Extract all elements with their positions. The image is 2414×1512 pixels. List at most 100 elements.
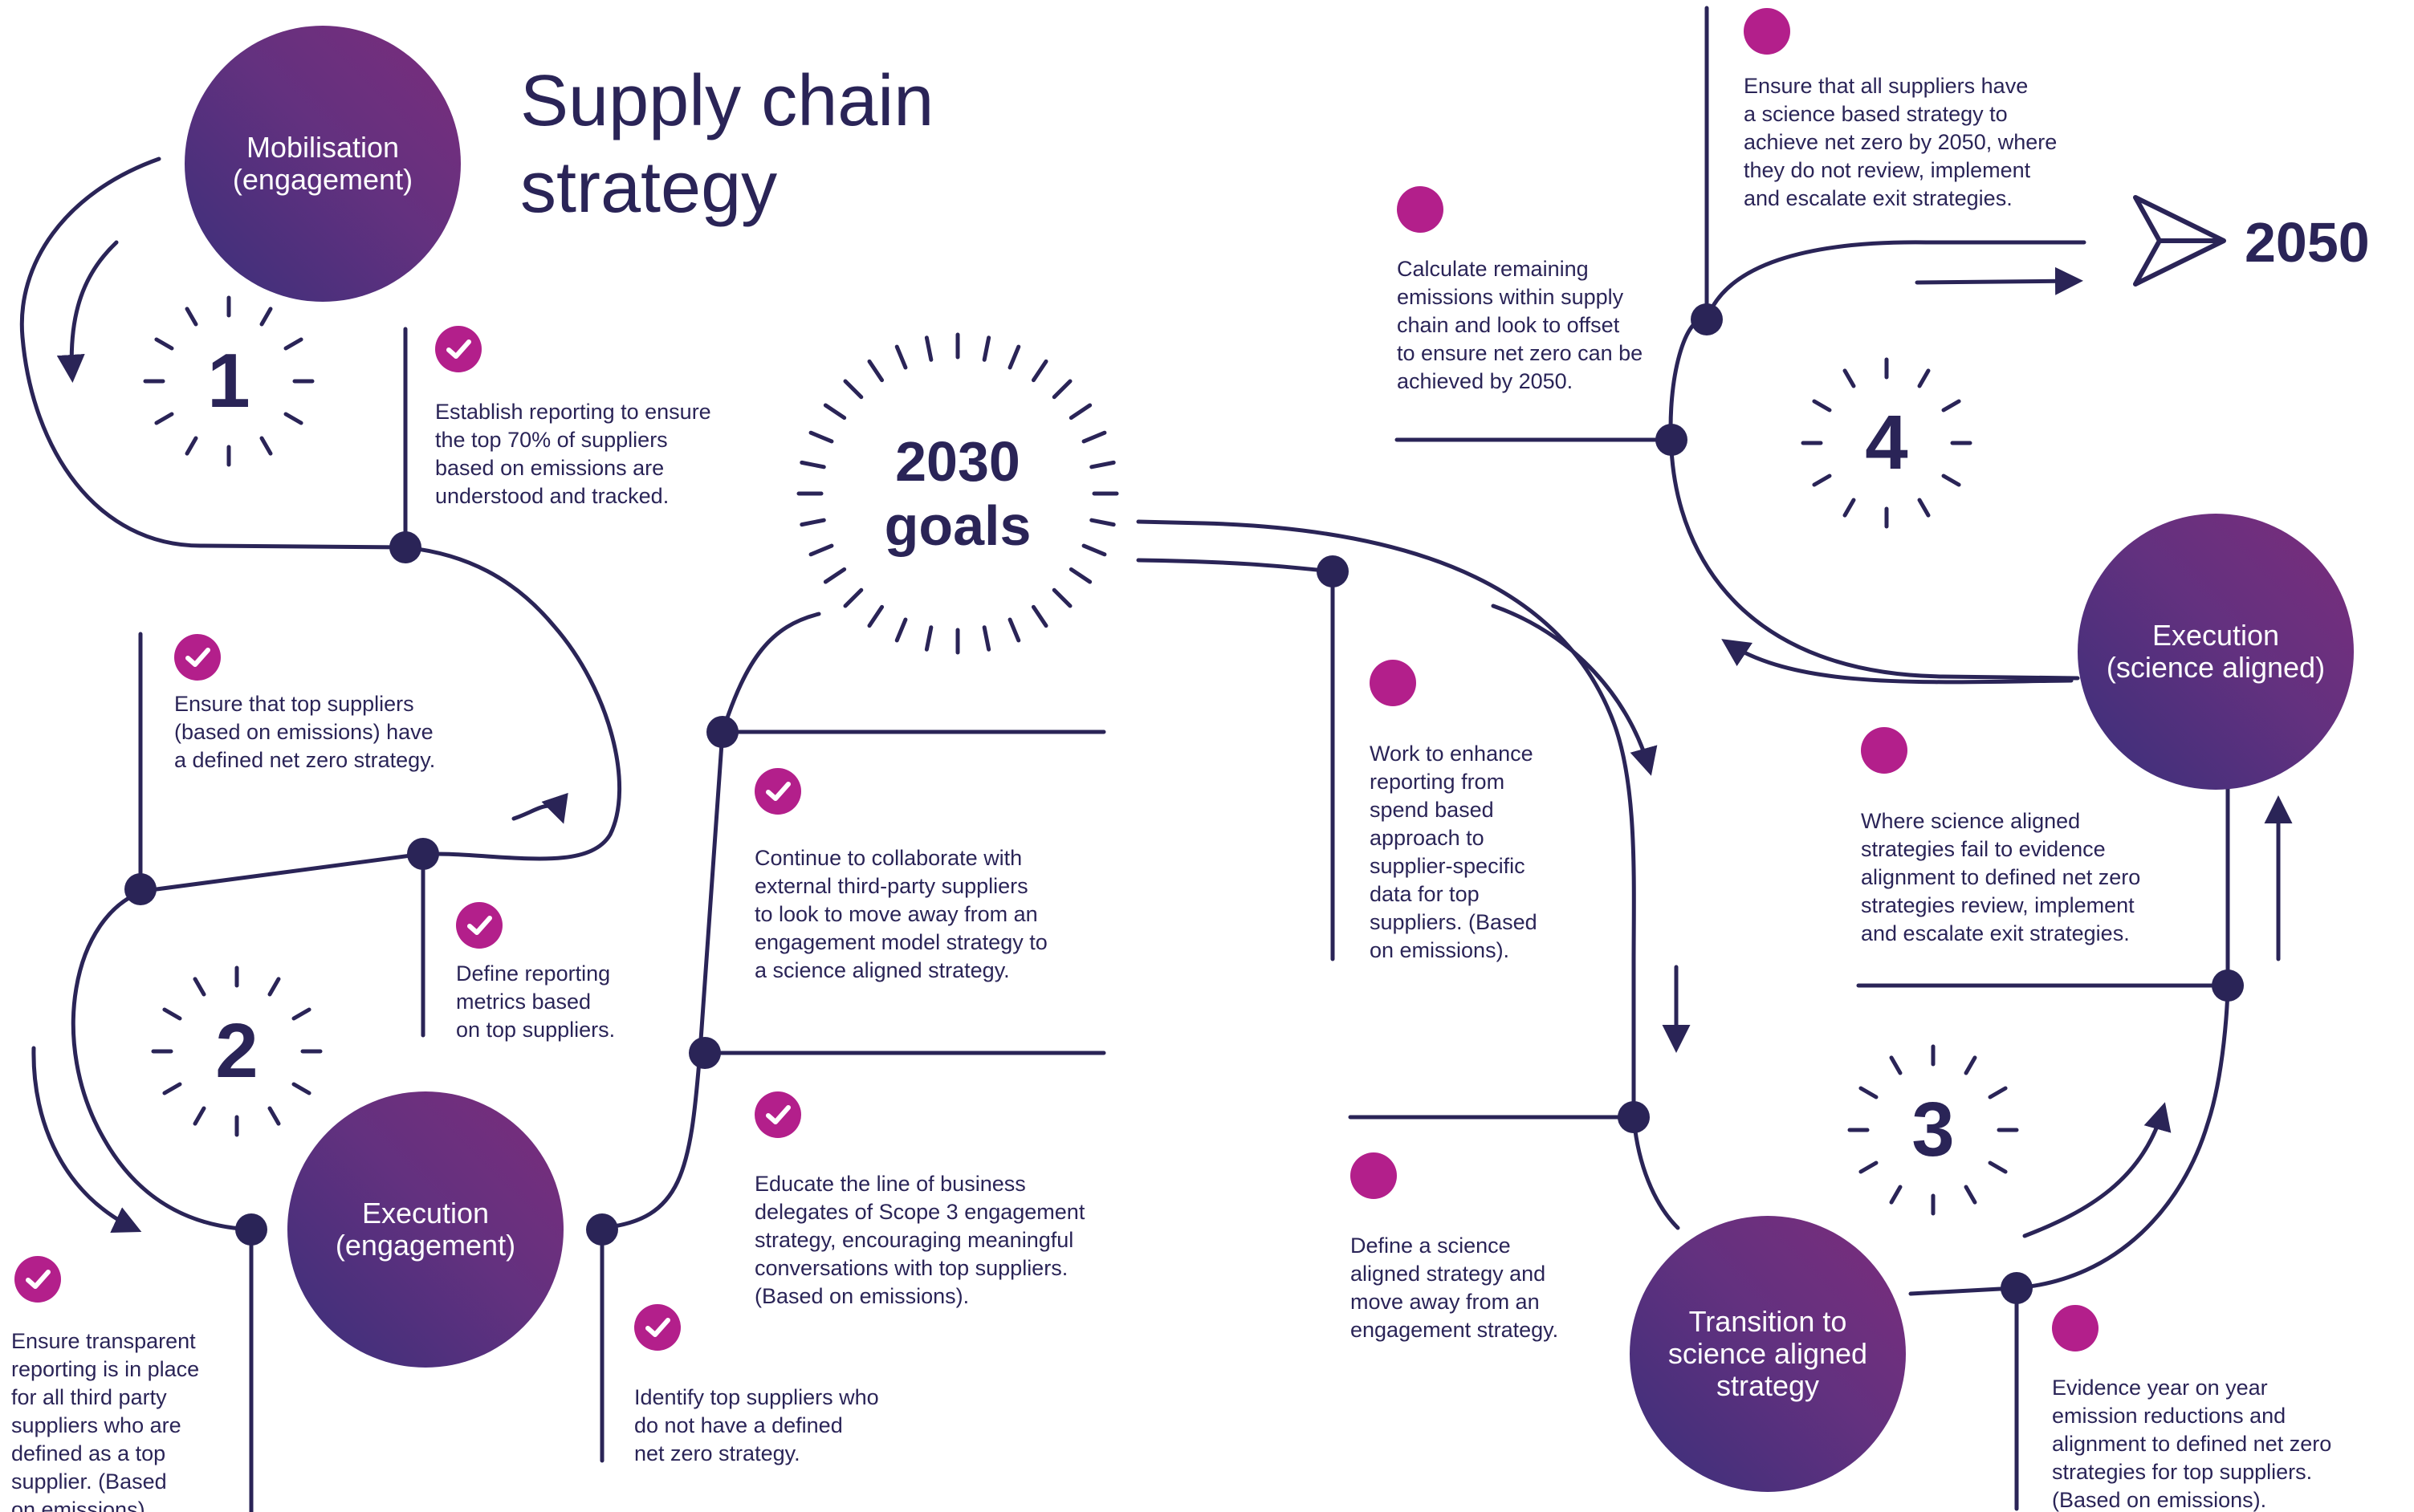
tick-mark [1941, 474, 1961, 487]
tick-mark [982, 335, 991, 362]
tick-mark [808, 543, 834, 557]
tick-mark [1081, 543, 1107, 557]
item-net-zero-defined: Ensure that top suppliers (based on emiss… [174, 690, 435, 774]
item-text-line: understood and tracked. [435, 484, 670, 508]
dot-icon [1370, 660, 1416, 706]
stage-label: Transition to [1688, 1305, 1847, 1338]
check-icon [634, 1304, 681, 1351]
item-text-line: delegates of Scope 3 engagement [755, 1200, 1085, 1224]
item-text-line: aligned strategy and [1350, 1262, 1546, 1286]
dot-icon [1397, 186, 1443, 233]
item-text-line: on top suppliers. [456, 1018, 616, 1042]
item-text-line: achieve net zero by 2050, where [1744, 130, 2058, 154]
item-text-line: conversations with top suppliers. [755, 1256, 1069, 1280]
tick-mark [924, 335, 934, 362]
item-text-line: reporting from [1370, 770, 1505, 794]
item-text-line: a science based strategy to [1744, 102, 2008, 126]
tick-mark [1889, 1185, 1903, 1205]
item-text-line: alignment to defined net zero [2052, 1432, 2332, 1456]
dot-icon [1744, 8, 1790, 55]
item-text-line: they do not review, implement [1744, 158, 2031, 182]
item-text-line: (based on emissions) have [174, 720, 434, 744]
tick-mark [1031, 604, 1048, 628]
goals-2030: 2030 goals [801, 337, 1114, 650]
tick-mark [1917, 368, 1931, 388]
item-text-line: Define reporting [456, 961, 611, 986]
item-text-line: and escalate exit strategies. [1744, 186, 2013, 210]
tick-mark [1069, 567, 1093, 584]
tick-mark [894, 617, 908, 643]
stage-label: Execution [2151, 619, 2280, 652]
item-text-line: engagement strategy. [1350, 1318, 1559, 1342]
item-enhance: Work to enhance reporting from spend based… [1370, 740, 1537, 965]
tick-mark [867, 359, 885, 383]
tick-mark [1052, 587, 1073, 608]
tick-mark [283, 337, 303, 351]
item-text-line: suppliers who are [11, 1413, 181, 1437]
item-text-line: Establish reporting to ensure [435, 400, 711, 424]
check-icon [174, 634, 221, 681]
step-number: 3 [1911, 1087, 1955, 1173]
tick-mark [162, 1082, 182, 1095]
item-text-line: alignment to defined net zero [1861, 865, 2141, 889]
tick-mark [267, 1106, 281, 1126]
item-text-line: Work to enhance [1370, 742, 1533, 766]
step-number: 2 [215, 1008, 258, 1094]
tick-mark [1008, 617, 1021, 643]
item-text-line: engagement model strategy to [755, 930, 1048, 954]
tick-mark [193, 977, 206, 997]
title-line-2: strategy [520, 148, 778, 228]
check-icon [755, 1091, 801, 1138]
tick-mark [800, 460, 826, 469]
goals-label: goals [884, 494, 1032, 557]
item-text-line: achieved by 2050. [1397, 369, 1573, 393]
stage-execution-science: Execution (science aligned) [2078, 514, 2354, 790]
check-icon [456, 902, 503, 949]
title-line-1: Supply chain [520, 61, 934, 141]
tick-mark [1842, 368, 1856, 388]
item-text-line: on emissions). [11, 1498, 152, 1512]
tick-mark [1812, 399, 1832, 413]
tick-mark [843, 379, 864, 400]
item-text-line: chain and look to offset [1397, 313, 1620, 337]
item-text-line: Evidence year on year [2052, 1376, 2268, 1400]
final-year: 2050 [2245, 211, 2370, 274]
item-text-line: strategies review, implement [1861, 893, 2135, 917]
item-text-line: to ensure net zero can be [1397, 341, 1643, 365]
item-text-line: external third-party suppliers [755, 874, 1028, 898]
tick-mark [259, 436, 273, 456]
goals-year: 2030 [895, 430, 1020, 493]
stage-sublabel: (engagement) [335, 1229, 516, 1262]
stage-mobilisation: Mobilisation (engagement) [185, 26, 461, 302]
tick-mark [823, 567, 847, 584]
item-text-line: emissions within supply [1397, 285, 1624, 309]
item-text-line: based on emissions are [435, 456, 665, 480]
item-text-line: spend based [1370, 798, 1494, 822]
tick-mark [1988, 1160, 2008, 1174]
item-text-line: supplier. (Based [11, 1469, 167, 1494]
item-text-line: suppliers. (Based [1370, 910, 1537, 934]
check-icon [755, 768, 801, 815]
item-text-line: on emissions). [1370, 938, 1510, 962]
tick-mark [1964, 1185, 1977, 1205]
item-text-line: a science aligned strategy. [755, 958, 1010, 982]
item-text-line: move away from an [1350, 1290, 1540, 1314]
tick-mark [1089, 460, 1116, 469]
tick-mark [154, 412, 174, 425]
item-text-line: (Based on emissions). [2052, 1488, 2267, 1512]
item-text-line: Ensure that top suppliers [174, 692, 414, 716]
tick-mark [267, 977, 281, 997]
stage-label: Execution [361, 1197, 490, 1230]
tick-mark [1031, 359, 1048, 383]
item-text-line: to look to move away from an [755, 902, 1038, 926]
stage-label: Mobilisation [246, 131, 400, 164]
